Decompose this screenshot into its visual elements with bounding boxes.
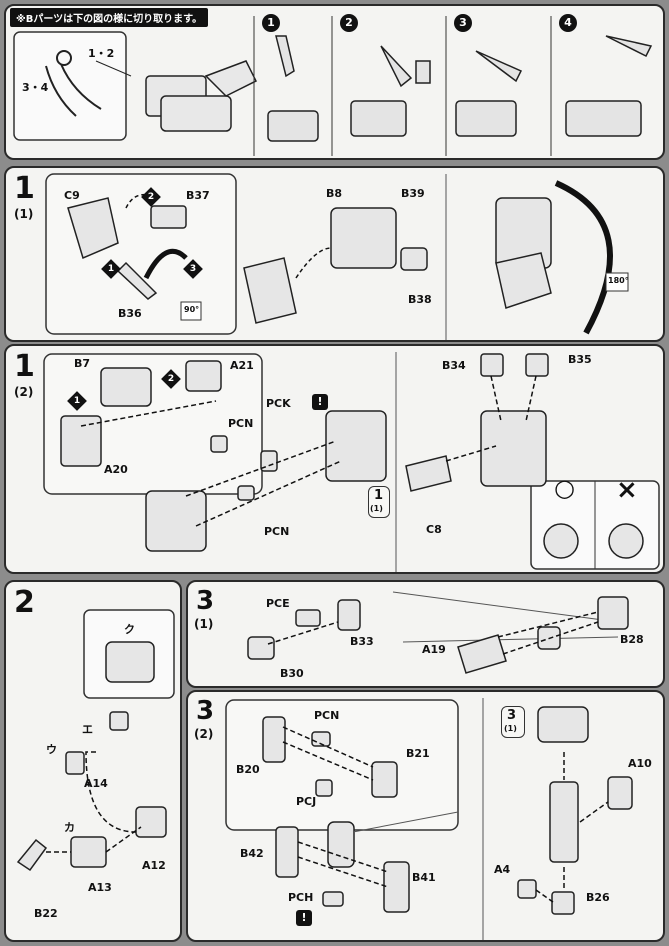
mark-e: エ — [82, 723, 93, 736]
step-1-1-panel: 1 (1) C9 B37 B8 B39 B36 B38 1 2 3 90° 18… — [4, 166, 665, 342]
label-a14: A14 — [84, 777, 108, 790]
mark-u: ウ — [46, 743, 57, 756]
label-b35: B35 — [568, 353, 592, 366]
label-b36: B36 — [118, 307, 142, 320]
step-1-2-illustration: ○ × — [43, 352, 660, 572]
cut-step-3: 3 — [454, 14, 472, 32]
cut-legend-b: 3・4 — [22, 81, 49, 94]
step-number: 1 — [14, 349, 35, 384]
mark-ka: カ — [64, 821, 75, 834]
step-number: 1 — [14, 171, 35, 206]
cutting-instructions-panel: ※Bパーツは下の図の様に切り取ります。 1 2 3 4 1・2 3・4 — [4, 4, 665, 160]
step-3-2-illustration — [225, 698, 633, 940]
ok-mark: ○ — [554, 474, 575, 502]
label-b28: B28 — [620, 633, 644, 646]
step-3-2-panel: 3 (2) — [186, 690, 665, 942]
cut-step-1: 1 — [262, 14, 280, 32]
label-b21: B21 — [406, 747, 430, 760]
label-b38: B38 — [408, 293, 432, 306]
arrow-step-1: 1 — [101, 259, 121, 279]
step-3-1-illustration — [247, 591, 629, 674]
step-3-1-panel: 3 (1) PCE B33 B30 A19 B28 — [186, 580, 665, 688]
step-sub: (1) — [194, 617, 214, 631]
step-1-1-illustration — [45, 173, 629, 340]
step-reference: 1 (1) — [368, 486, 390, 518]
label-b39: B39 — [401, 187, 425, 200]
label-b33: B33 — [350, 635, 374, 648]
step-2-panel: 2 ク エ ウ カ A14 A12 A13 B22 — [4, 580, 182, 942]
label-b42: B42 — [240, 847, 264, 860]
label-pcn: PCN — [314, 709, 340, 722]
label-pce: PCE — [266, 597, 290, 610]
step-number: 3 — [196, 586, 215, 616]
header-note: ※Bパーツは下の図の様に切り取ります。 — [10, 8, 209, 27]
label-b26: B26 — [586, 891, 610, 904]
label-pcn-1: PCN — [228, 417, 254, 430]
label-a20: A20 — [104, 463, 128, 476]
label-pck: PCK — [266, 397, 291, 410]
angle-90: 90° — [184, 305, 200, 314]
label-a13: A13 — [88, 881, 112, 894]
label-b8: B8 — [326, 187, 343, 200]
cut-step-4: 4 — [559, 14, 577, 32]
cut-legend-a: 1・2 — [88, 47, 115, 60]
label-a12: A12 — [142, 859, 166, 872]
arrow-step-2: 2 — [161, 369, 181, 389]
label-b7: B7 — [74, 357, 91, 370]
label-b30: B30 — [280, 667, 304, 680]
label-a19: A19 — [422, 643, 446, 656]
mark-ku: ク — [124, 623, 135, 636]
step-sub: (2) — [14, 385, 34, 399]
arrow-step-2: 2 — [141, 187, 161, 207]
cut-step-2: 2 — [340, 14, 358, 32]
ng-mark: × — [616, 475, 638, 505]
arrow-step-3: 3 — [183, 259, 203, 279]
step-number: 2 — [14, 585, 35, 620]
label-b22: B22 — [34, 907, 58, 920]
label-a10: A10 — [628, 757, 652, 770]
warning-icon: ! — [296, 910, 312, 926]
label-pcj: PCJ — [296, 795, 317, 808]
label-pcn-2: PCN — [264, 525, 290, 538]
warning-icon: ! — [312, 394, 328, 410]
step-sub: (1) — [14, 207, 34, 221]
label-a21: A21 — [230, 359, 254, 372]
step-1-2-panel: 1 (2) ○ — [4, 344, 665, 574]
label-b20: B20 — [236, 763, 260, 776]
step-2-illustration — [16, 609, 175, 872]
step-number: 3 — [196, 696, 215, 726]
cutting-illustration — [13, 16, 653, 156]
label-pch: PCH — [288, 891, 314, 904]
label-c9: C9 — [64, 189, 80, 202]
angle-180: 180° — [608, 276, 629, 285]
step-sub: (2) — [194, 727, 214, 741]
label-b37: B37 — [186, 189, 210, 202]
arrow-step-1: 1 — [67, 391, 87, 411]
label-a4: A4 — [494, 863, 511, 876]
label-b41: B41 — [412, 871, 436, 884]
label-c8: C8 — [426, 523, 442, 536]
step-reference: 3 (1) — [501, 706, 525, 738]
label-b34: B34 — [442, 359, 466, 372]
